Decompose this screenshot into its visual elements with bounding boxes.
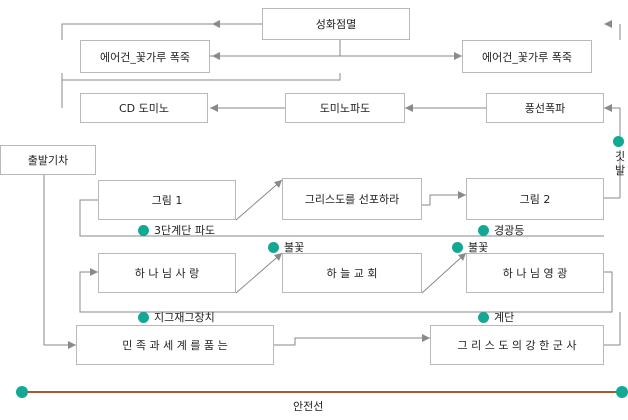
safety-line-start-dot bbox=[16, 386, 28, 398]
safety-line-label: 안전선 bbox=[293, 400, 324, 413]
box-army: 그 리 스 도 의 강 한 군 사 bbox=[430, 325, 604, 365]
label-dot bbox=[452, 241, 463, 253]
box-figure2: 그림 2 bbox=[466, 178, 604, 220]
flag-dot bbox=[613, 136, 624, 147]
box-glory: 하 나 님 영 광 bbox=[466, 253, 604, 293]
box-domino-cd: CD 도미노 bbox=[80, 93, 208, 123]
label-stairs: 계단 bbox=[478, 309, 514, 325]
label-stair-wave: 3단계단 파도 bbox=[138, 222, 215, 238]
label-stairs-text: 계단 bbox=[494, 311, 515, 324]
label-dot bbox=[138, 311, 149, 323]
label-fire1-text: 불꽃 bbox=[284, 241, 305, 254]
box-domino-wave: 도미노파도 bbox=[285, 93, 405, 123]
box-fireworks: 성화점멸 bbox=[262, 8, 410, 40]
label-flag: 깃발 bbox=[614, 150, 626, 177]
label-drum-text: 경광등 bbox=[494, 224, 525, 237]
label-dot bbox=[268, 241, 279, 253]
label-zigzag-text: 지그재그장치 bbox=[154, 311, 215, 324]
label-fire2: 불꽃 bbox=[452, 239, 488, 255]
box-figure1: 그림 1 bbox=[98, 180, 236, 220]
box-church: 하 늘 교 회 bbox=[282, 253, 422, 293]
box-preach: 그리스도를 선포하라 bbox=[282, 178, 422, 220]
label-fire2-text: 불꽃 bbox=[468, 241, 489, 254]
label-dot bbox=[478, 311, 489, 323]
label-dot bbox=[138, 224, 149, 236]
box-depart: 출발기차 bbox=[0, 145, 96, 175]
box-love: 하 나 님 사 랑 bbox=[98, 253, 236, 293]
box-nations: 민 족 과 세 계 를 품 는 bbox=[76, 325, 274, 365]
label-stair-wave-text: 3단계단 파도 bbox=[154, 224, 216, 237]
label-dot bbox=[478, 224, 489, 236]
box-aircon-right: 에어건_꽃가루 폭죽 bbox=[462, 40, 592, 73]
safety-line-end-dot bbox=[616, 386, 628, 398]
box-aircon-left: 에어건_꽃가루 폭죽 bbox=[80, 40, 210, 73]
label-fire1: 불꽃 bbox=[268, 239, 304, 255]
label-zigzag: 지그재그장치 bbox=[138, 309, 215, 325]
label-drum: 경광등 bbox=[478, 222, 524, 238]
box-balloon: 풍선폭파 bbox=[486, 93, 604, 123]
